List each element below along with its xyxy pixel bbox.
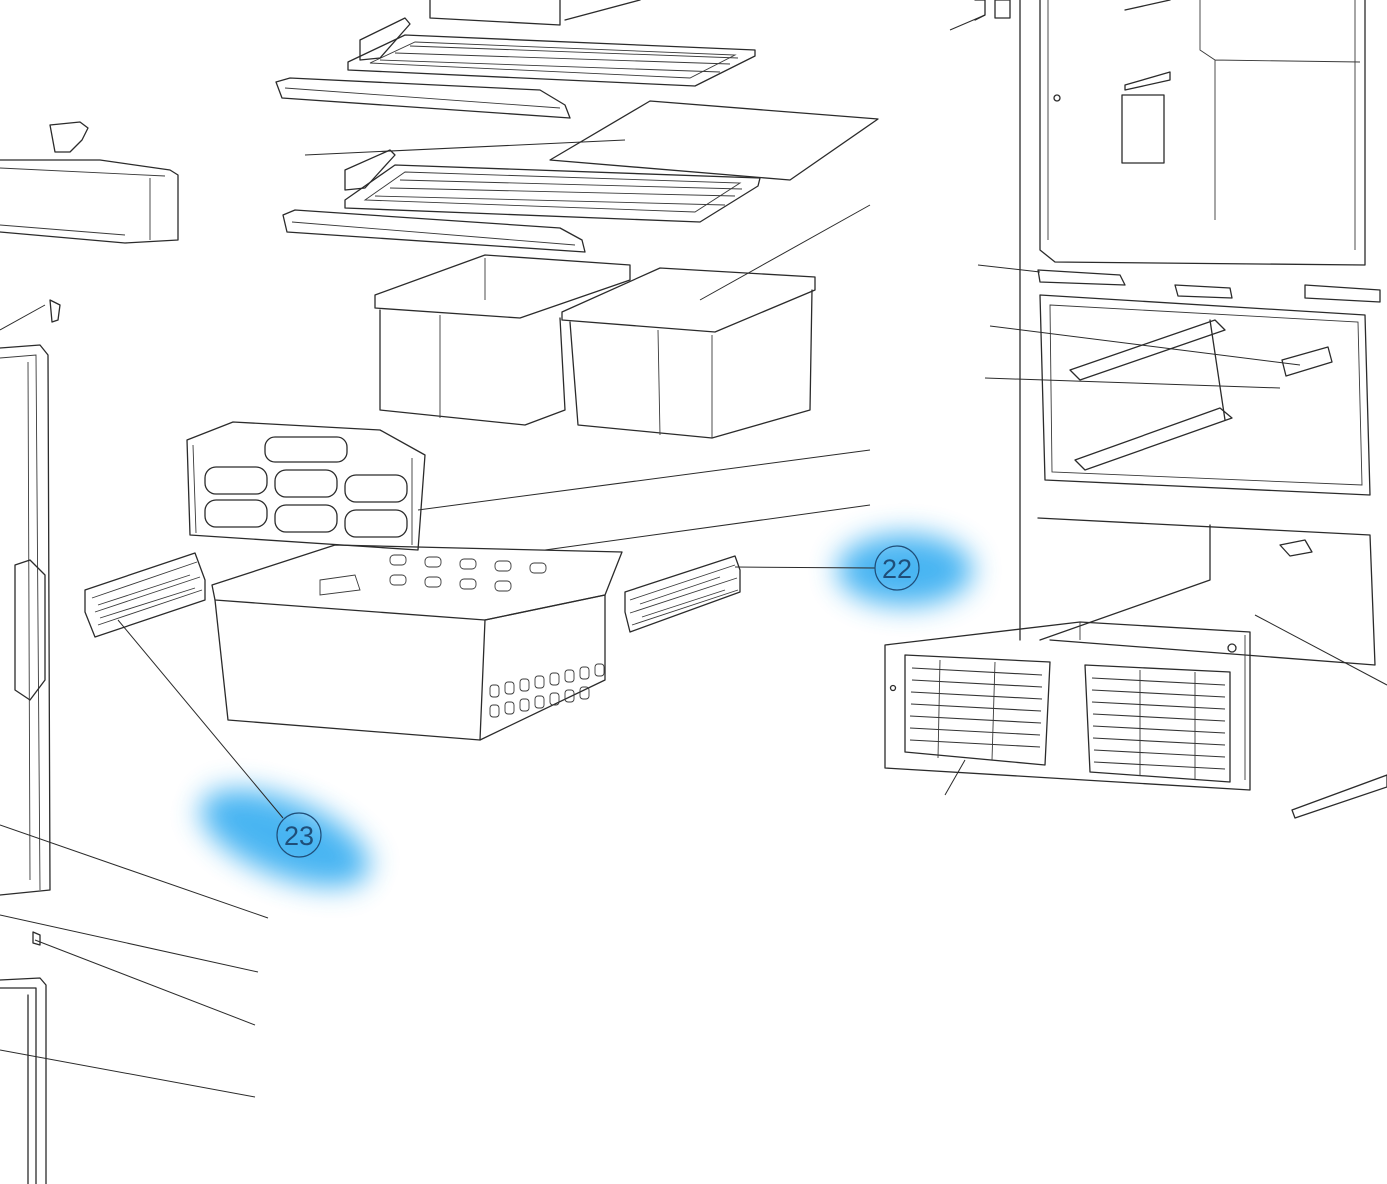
drawer-slide-rail-right — [624, 555, 741, 633]
freezer-drawer — [211, 504, 871, 741]
crisper-drawer-left — [374, 254, 631, 426]
wire-shelf-lower — [344, 149, 761, 223]
callout-23: 23 — [276, 812, 322, 858]
shelf-frame-lower — [282, 209, 586, 253]
crisper-drawer-right — [561, 204, 871, 439]
callout-23-label: 23 — [284, 821, 314, 851]
leader-23 — [117, 619, 284, 819]
callout-22-label: 22 — [882, 554, 912, 584]
drawer-slide-rail-left — [84, 552, 206, 638]
shelf-frame-upper — [275, 77, 571, 119]
glass-shelf — [304, 100, 879, 181]
highlight-23 — [200, 789, 370, 887]
drawer-cover-panel — [186, 421, 871, 551]
callout-22: 22 — [874, 545, 920, 591]
wire-shelf-upper — [347, 17, 756, 87]
grill-slats-right — [1091, 670, 1226, 780]
leader-22 — [734, 566, 876, 569]
grill-slats-left — [909, 659, 1043, 761]
kickplate-grill — [884, 614, 1387, 819]
top-box-fragment — [429, 0, 641, 26]
highlight-22 — [837, 534, 973, 606]
left-door-frame — [0, 299, 269, 1184]
right-cabinet — [949, 0, 1381, 666]
door-bin-left — [0, 121, 179, 244]
